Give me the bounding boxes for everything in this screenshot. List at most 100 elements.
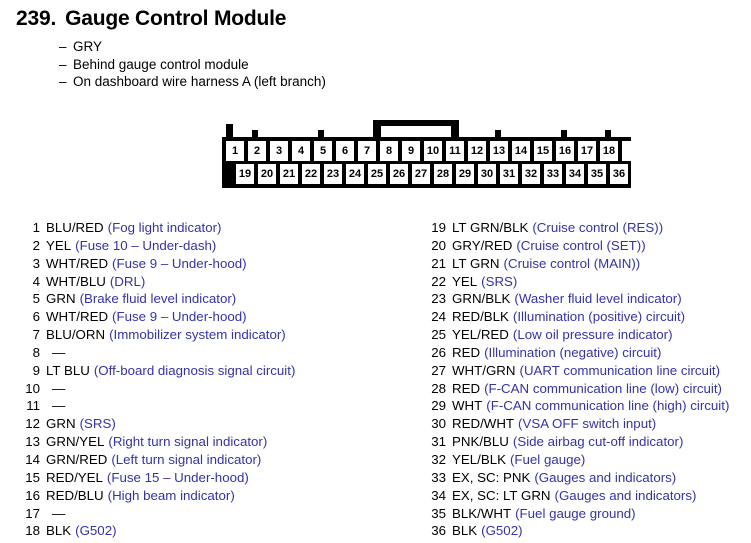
connector-pin-7[interactable]: 7 [358, 141, 376, 161]
connector-pin-23[interactable]: 23 [324, 164, 342, 184]
connector-pin-11[interactable]: 11 [446, 141, 464, 161]
pin-number: 8 [32, 344, 40, 360]
connector-pin-31[interactable]: 31 [500, 164, 518, 184]
pin-number: 34 [431, 487, 446, 503]
subtitle-text: GRY [73, 39, 103, 54]
pin-number: 35 [431, 505, 446, 521]
pin-description: (Gauges and indicators) [554, 487, 697, 503]
connector-pin-35[interactable]: 35 [588, 164, 606, 184]
pin-wire-color: BLK [46, 523, 72, 539]
pin-description: (G502) [75, 523, 117, 539]
subtitle-dash: – [59, 56, 67, 72]
pin-description: (High beam indicator) [107, 487, 235, 503]
pin-number: 23 [431, 291, 446, 307]
pin-detail: RED/WHT(VSA OFF switch input) [452, 415, 656, 433]
connector-pin-16[interactable]: 16 [556, 141, 574, 161]
connector-pin-34[interactable]: 34 [566, 164, 584, 184]
pin-number: 5 [32, 291, 40, 307]
connector-pin-1[interactable]: 1 [226, 141, 244, 161]
pin-detail: RED/BLU(High beam indicator) [46, 487, 235, 505]
pin-number: 2 [32, 237, 40, 253]
connector-pin-22[interactable]: 22 [302, 164, 320, 184]
connector-pin-27[interactable]: 27 [412, 164, 430, 184]
pin-detail: YEL(Fuse 10 – Under-dash) [46, 237, 216, 255]
pin-wire-color: RED [452, 344, 481, 360]
bridge-bar [373, 120, 459, 126]
connector-pin-29[interactable]: 29 [456, 164, 474, 184]
pin-wire-color: YEL/BLK [452, 451, 506, 467]
pin-detail: — [46, 380, 65, 398]
connector-pin-36[interactable]: 36 [610, 164, 628, 184]
pin-number: 20 [431, 237, 446, 253]
pin-number: 26 [431, 344, 446, 360]
connector-pin-19[interactable]: 19 [236, 164, 254, 184]
connector-pin-32[interactable]: 32 [522, 164, 540, 184]
pin-empty-marker: — [52, 380, 66, 396]
connector-pin-18[interactable]: 18 [600, 141, 618, 161]
pin-list-item: 11— [18, 397, 295, 415]
pin-number: 10 [25, 380, 40, 396]
connector-pin-6[interactable]: 6 [336, 141, 354, 161]
connector-pin-5[interactable]: 5 [314, 141, 332, 161]
pin-wire-color: EX, SC: LT GRN [452, 487, 551, 503]
pin-list-item: 35 BLK/WHT(Fuel gauge ground) [424, 505, 729, 523]
pin-detail: WHT/BLU(DRL) [46, 273, 145, 291]
pin-detail: RED/BLK(Illumination (positive) circuit) [452, 308, 685, 326]
connector-pin-20[interactable]: 20 [258, 164, 276, 184]
connector-pin-33[interactable]: 33 [544, 164, 562, 184]
section-title: Gauge Control Module [65, 7, 287, 30]
connector-pin-4[interactable]: 4 [292, 141, 310, 161]
pin-detail: BLK/WHT(Fuel gauge ground) [452, 505, 636, 523]
pin-wire-color: BLU/RED [46, 220, 104, 235]
pin-wire-color: LT GRN [452, 255, 500, 271]
connector-pin-9[interactable]: 9 [402, 141, 420, 161]
connector-pin-10[interactable]: 10 [424, 141, 442, 161]
pin-list-item: 17— [18, 505, 295, 523]
pin-number: 33 [431, 469, 446, 485]
connector-pin-14[interactable]: 14 [512, 141, 530, 161]
pin-description: (G502) [481, 523, 523, 539]
pin-list-item: 24 RED/BLK(Illumination (positive) circui… [424, 308, 729, 326]
connector-tab-2 [318, 130, 324, 137]
connector-pin-30[interactable]: 30 [478, 164, 496, 184]
connector-pin-26[interactable]: 26 [390, 164, 408, 184]
connector-pin-2[interactable]: 2 [248, 141, 266, 161]
connector-pin-21[interactable]: 21 [280, 164, 298, 184]
pin-description: (Low oil pressure indicator) [512, 327, 673, 343]
pin-number: 24 [431, 309, 446, 325]
pin-description: (Left turn signal indicator) [111, 451, 262, 467]
connector-pin-15[interactable]: 15 [534, 141, 552, 161]
connector-pin-13[interactable]: 13 [490, 141, 508, 161]
pin-wire-color: RED/BLU [46, 487, 104, 503]
connector-pin-12[interactable]: 12 [468, 141, 486, 161]
connector-pin-8[interactable]: 8 [380, 141, 398, 161]
connector-pin-24[interactable]: 24 [346, 164, 364, 184]
pin-description: (Off-board diagnosis signal circuit) [93, 362, 296, 378]
page-title: 239. Gauge Control Module [16, 7, 286, 31]
pin-detail: WHT/RED(Fuse 9 – Under-hood) [46, 308, 247, 326]
connector-pin-3[interactable]: 3 [270, 141, 288, 161]
pin-detail: GRN/YEL(Right turn signal indicator) [46, 433, 267, 451]
pin-wire-color: RED/BLK [452, 309, 509, 325]
connector-pin-17[interactable]: 17 [578, 141, 596, 161]
pin-detail: LT GRN/BLK(Cruise control (RES)) [452, 219, 663, 237]
connector-pin-blank[interactable] [622, 141, 640, 161]
connector-pin-28[interactable]: 28 [434, 164, 452, 184]
pin-description: (SRS) [79, 416, 116, 432]
connector-pin-25[interactable]: 25 [368, 164, 386, 184]
